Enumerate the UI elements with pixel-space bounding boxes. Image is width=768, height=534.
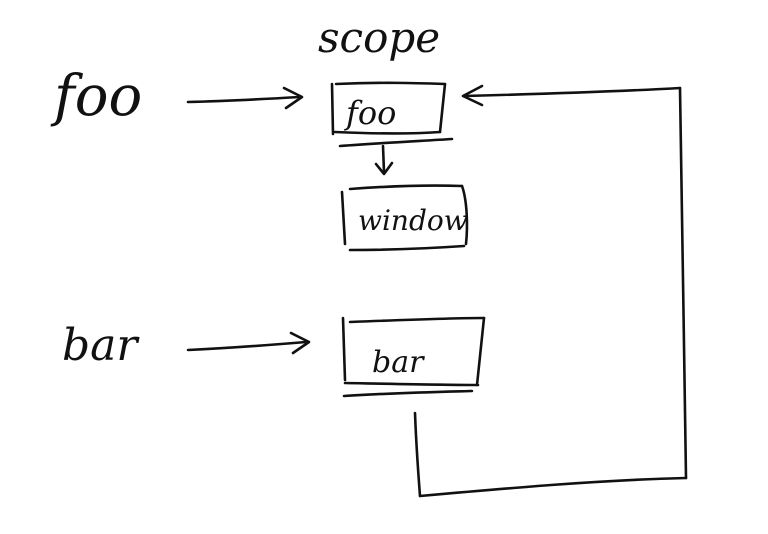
left-label-foo: foo bbox=[50, 64, 142, 129]
scope-box-window-label: window bbox=[358, 204, 468, 237]
arrow-bar-loop-to-foo bbox=[413, 84, 688, 498]
scope-box-foo-label: foo bbox=[344, 94, 396, 132]
left-label-bar: bar bbox=[62, 320, 140, 371]
arrow-bar-to-scope bbox=[186, 331, 311, 355]
arrow-foo-to-scope bbox=[186, 86, 304, 110]
scope-heading: scope bbox=[318, 13, 440, 62]
scope-box-bar: bar bbox=[341, 316, 486, 398]
scope-box-bar-label: bar bbox=[372, 345, 425, 380]
arrow-foo-to-window bbox=[374, 144, 394, 176]
scope-box-window: window bbox=[340, 184, 469, 252]
scope-box-foo: foo bbox=[330, 81, 454, 148]
